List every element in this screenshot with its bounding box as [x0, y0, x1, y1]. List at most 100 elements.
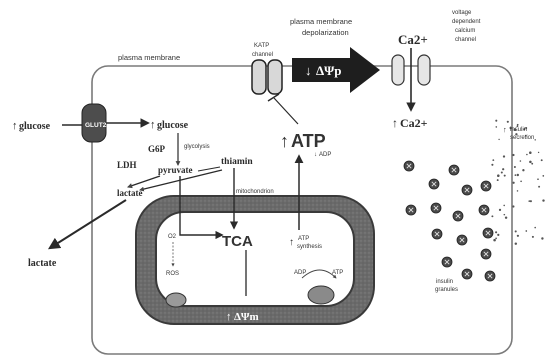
- secreted-insulin-dot: [538, 185, 541, 188]
- insulin-granules-label-2: granules: [435, 287, 458, 293]
- pyruvate-to-lactate-arrow: [127, 175, 161, 189]
- secreted-insulin-dot: [498, 138, 500, 141]
- secreted-insulin-dot: [541, 237, 544, 240]
- insulin-granule-core: [455, 213, 461, 219]
- insulin-granules-label-1: insulin: [436, 279, 453, 285]
- secreted-insulin-dot: [496, 179, 499, 182]
- insulin-secretion-label-2: secretion: [510, 135, 534, 141]
- secreted-insulin-dots: [491, 119, 545, 245]
- insulin-granule-core: [434, 231, 440, 237]
- secreted-insulin-dot: [493, 238, 496, 242]
- secreted-insulin-dot: [516, 125, 519, 128]
- katp-channel: [251, 59, 283, 95]
- depolarization-label-2: depolarization: [302, 28, 349, 37]
- secreted-insulin-dot: [512, 181, 515, 184]
- secreted-insulin-dot: [514, 230, 517, 233]
- insulin-granule-core: [464, 187, 470, 193]
- secreted-insulin-dot: [520, 180, 522, 183]
- atp-inhibit-bar: [267, 93, 280, 102]
- adp-down-arrow: ↓: [314, 152, 317, 158]
- psi-m-up-arrow: ↑: [226, 311, 232, 323]
- insulin-granule-core: [485, 230, 491, 236]
- ca-outside-label: Ca2+: [398, 32, 428, 47]
- secreted-insulin-dot: [504, 216, 508, 219]
- secreted-insulin-dot: [492, 159, 495, 162]
- ca-inside-label: Ca2+: [400, 116, 428, 130]
- thiamin-label: thiamin: [221, 157, 253, 167]
- secreted-insulin-dot: [534, 139, 536, 141]
- ca-inside-up-arrow: ↑: [392, 116, 398, 130]
- glucose-inside-label: glucose: [157, 120, 189, 131]
- vdcc-label-1: voltage: [452, 10, 472, 16]
- insulin-granule-core: [444, 259, 450, 265]
- thiamin-to-lactate-arrow: [139, 169, 223, 192]
- insulin-granule-core: [431, 181, 437, 187]
- insulin-granules: [403, 160, 496, 282]
- insulin-granule-core: [406, 163, 412, 169]
- atp-label: ATP: [291, 131, 326, 151]
- o2-label: O2: [168, 234, 177, 240]
- secreted-insulin-dot: [516, 234, 520, 237]
- insulin-granule-core: [483, 251, 489, 257]
- lactate-inside-label: lactate: [117, 188, 142, 198]
- secreted-insulin-dot: [495, 119, 498, 122]
- adp-label: ADP: [319, 152, 331, 158]
- glut2-label: GLUT2: [85, 122, 107, 129]
- vdcc-label-4: channel: [455, 37, 476, 43]
- glucose-up-arrow-in: ↑: [150, 119, 156, 131]
- secreted-insulin-dot: [502, 168, 505, 171]
- adp-small-label: ADP: [294, 270, 306, 276]
- depolarization-label-1: plasma membrane: [290, 17, 352, 26]
- secreted-insulin-dot: [503, 213, 506, 216]
- ldh-label: LDH: [117, 160, 137, 170]
- secreted-insulin-dot: [513, 128, 517, 131]
- secreted-insulin-dot: [523, 128, 526, 131]
- secreted-insulin-dot: [537, 178, 539, 181]
- secreted-insulin-dot: [516, 173, 519, 177]
- secreted-insulin-dot: [512, 205, 515, 208]
- insulin-secretion-up-arrow: ↑: [503, 125, 507, 134]
- secreted-insulin-dot: [525, 127, 528, 129]
- atp-up-arrow: ↑: [280, 131, 289, 151]
- secreted-insulin-dot: [503, 174, 506, 177]
- secreted-insulin-dot: [514, 242, 518, 245]
- secreted-insulin-dot: [512, 153, 515, 157]
- insulin-granule-core: [481, 207, 487, 213]
- secreted-insulin-dot: [514, 174, 517, 176]
- secreted-insulin-dot: [516, 123, 519, 126]
- secreted-insulin-dot: [534, 226, 536, 229]
- secreted-insulin-dot: [528, 200, 531, 202]
- ros-label: ROS: [166, 271, 179, 277]
- pyruvate-label: pyruvate: [158, 165, 193, 175]
- glucose-outside-label: glucose: [19, 121, 51, 132]
- secreted-insulin-dot: [497, 233, 500, 236]
- g6p-label: G6P: [148, 144, 166, 154]
- secreted-insulin-dot: [515, 133, 518, 136]
- insulin-granule-core: [487, 273, 493, 279]
- secreted-insulin-dot: [497, 174, 500, 177]
- secreted-insulin-dot: [525, 134, 527, 137]
- secreted-insulin-dot: [529, 160, 532, 164]
- atp-synthesis-up-arrow: ↑: [289, 237, 294, 248]
- insulin-granule-core: [459, 237, 465, 243]
- atp-synthesis-label-2: synthesis: [297, 244, 322, 250]
- insulin-secretion-label-1: insulin: [510, 127, 527, 133]
- secreted-insulin-dot: [506, 120, 509, 123]
- glut2-transporter: GLUT2: [81, 103, 107, 143]
- secreted-insulin-dot: [491, 163, 494, 166]
- psi-m-label: ΔΨm: [234, 311, 259, 323]
- atp-inhibits-katp: [273, 97, 299, 125]
- secreted-insulin-dot: [525, 230, 528, 232]
- insulin-granule-core: [433, 205, 439, 211]
- secreted-insulin-dot: [495, 126, 498, 128]
- tca-label: TCA: [222, 233, 253, 250]
- insulin-granule-core: [464, 271, 470, 277]
- psi-p-symbol: ΔΨp: [316, 63, 342, 78]
- secreted-insulin-dot: [500, 171, 503, 174]
- secreted-insulin-dot: [516, 190, 519, 192]
- lactate-outside-label: lactate: [28, 258, 57, 269]
- plasma-membrane-label: plasma membrane: [118, 53, 180, 62]
- atp-synthesis-label-1: ATP: [298, 236, 309, 242]
- secreted-insulin-dot: [498, 208, 502, 212]
- secreted-insulin-dot: [542, 175, 545, 177]
